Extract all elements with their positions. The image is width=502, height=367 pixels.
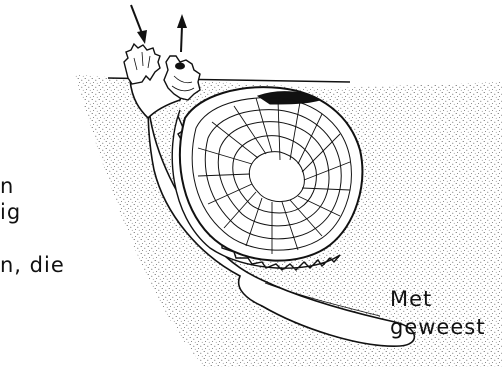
text-fragment-3: n, die xyxy=(0,255,65,276)
text-fragment-5: geweest xyxy=(390,317,485,338)
snail-eye-right xyxy=(175,63,185,70)
text-fragment-1: n xyxy=(0,176,14,197)
text-fragment-4: Met xyxy=(390,289,432,310)
arrow-up-icon xyxy=(177,14,187,52)
arrow-down-icon xyxy=(131,5,147,44)
text-fragment-2: ig xyxy=(0,202,21,223)
